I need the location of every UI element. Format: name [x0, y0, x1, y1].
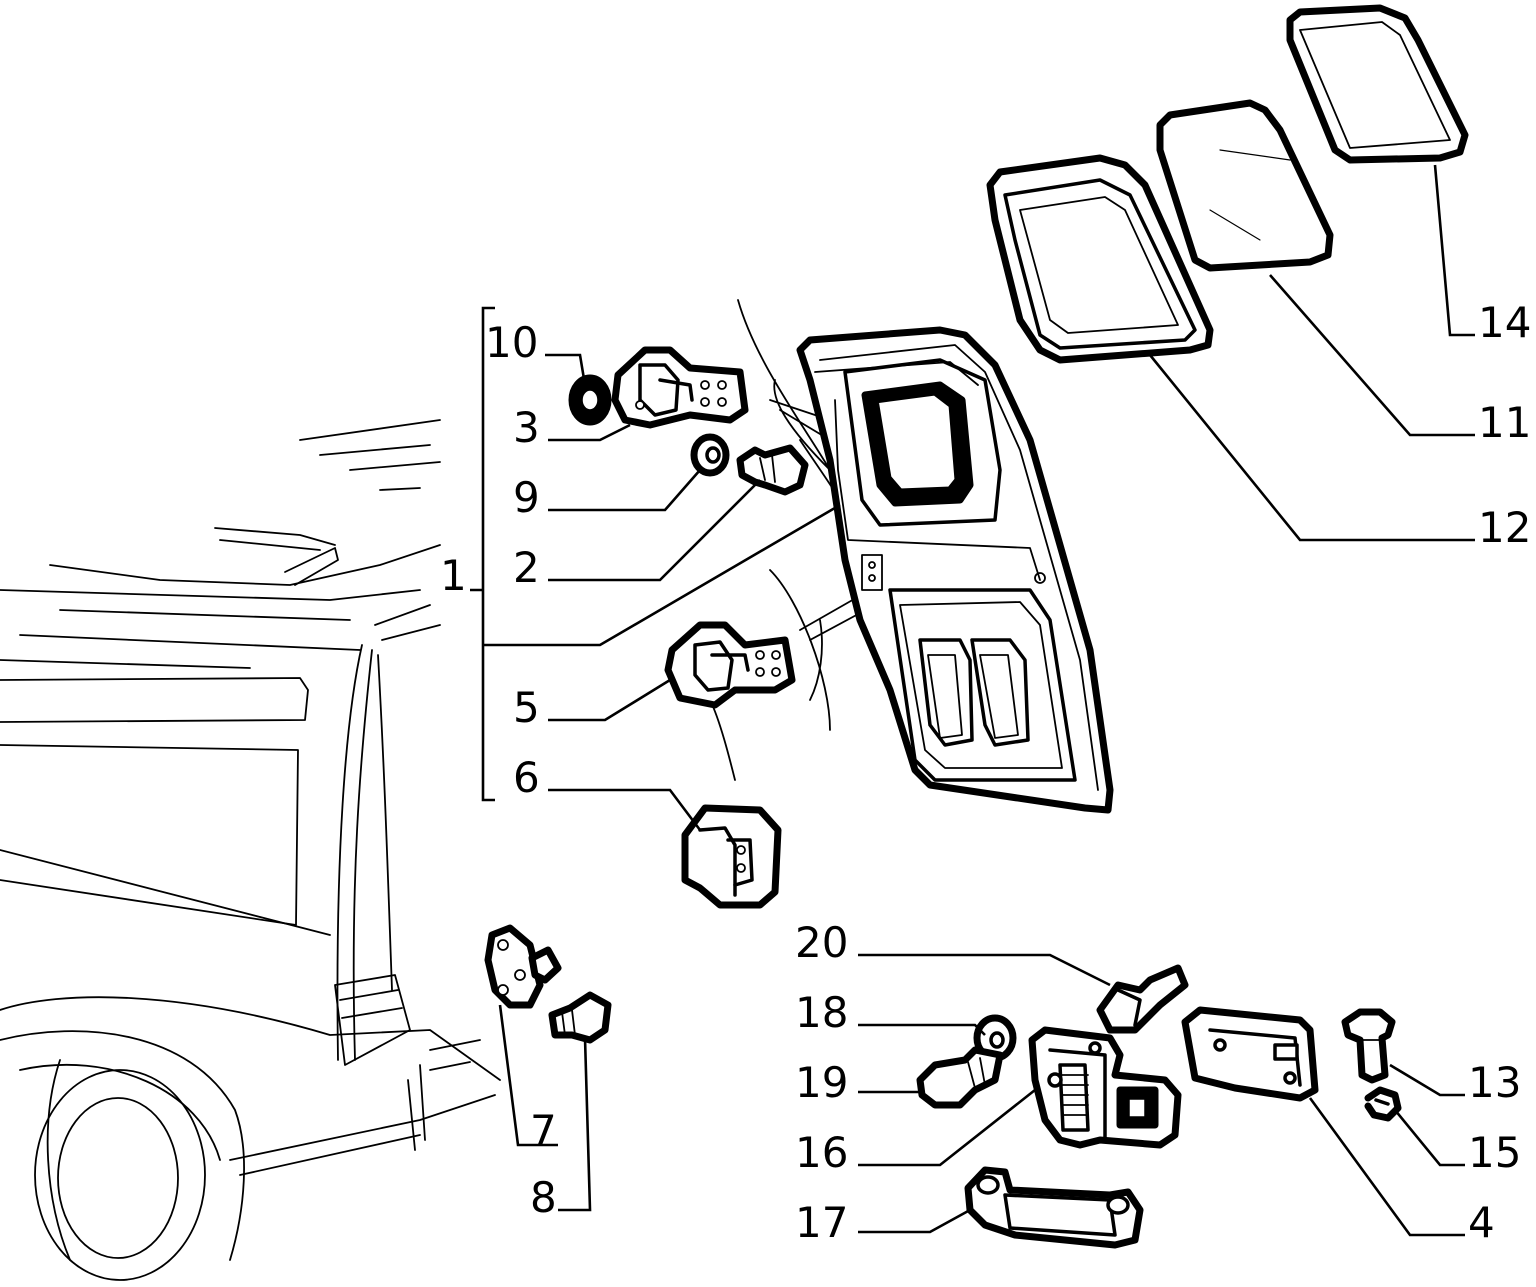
clip-part-15: [1364, 1086, 1402, 1122]
cover-part-17: [964, 1166, 1144, 1249]
window-frame-part-12: [986, 154, 1214, 364]
callout-18: 18: [795, 988, 848, 1037]
leader-lines: [483, 164, 1475, 1237]
callout-3: 3: [513, 403, 540, 452]
nut-part-10: [568, 374, 612, 426]
callout-7: 7: [530, 1106, 557, 1155]
screw-part-8: [548, 991, 612, 1044]
callout-4: 4: [1468, 1198, 1495, 1247]
callout-2: 2: [513, 543, 540, 592]
bolt-part-19: [916, 1046, 1004, 1109]
callout-15: 15: [1468, 1128, 1521, 1177]
callout-16: 16: [795, 1128, 848, 1177]
callout-17: 17: [795, 1198, 848, 1247]
callout-19: 19: [795, 1058, 848, 1107]
callout-12: 12: [1478, 503, 1531, 552]
window-seal-part-14: [1286, 4, 1469, 164]
lock-mechanism-part-16: [1028, 1026, 1182, 1149]
hinge-part-5: [664, 621, 796, 709]
hinge-part-3: [611, 346, 749, 429]
bolt-part-20: [1096, 964, 1189, 1034]
washer-part-18: [973, 1014, 1017, 1062]
callout-13: 13: [1468, 1058, 1521, 1107]
window-glass-part-11: [1156, 99, 1334, 272]
callout-14: 14: [1478, 298, 1531, 347]
rear-door-panel: [796, 326, 1114, 814]
callout-5: 5: [513, 683, 540, 732]
callout-6: 6: [513, 753, 540, 802]
hinge-bracket-part-6: [681, 804, 782, 909]
striker-plate-part-7: [484, 924, 562, 1009]
pin-part-13: [1341, 1008, 1396, 1084]
callout-8: 8: [530, 1173, 557, 1222]
van-body-outline: [0, 299, 876, 1281]
washer-part-9: [690, 433, 730, 477]
callout-20: 20: [795, 918, 848, 967]
callout-11: 11: [1478, 398, 1531, 447]
callout-labels: 10 3 9 2 1 5 6 7 8 14 11 12 20 18 19 16 …: [440, 298, 1531, 1247]
group-bracket-1: [470, 306, 495, 802]
callout-1: 1: [440, 551, 467, 600]
bolt-part-2: [736, 444, 809, 496]
callout-10: 10: [485, 318, 538, 367]
striker-part-4: [1181, 1006, 1319, 1102]
callout-9: 9: [513, 473, 540, 522]
